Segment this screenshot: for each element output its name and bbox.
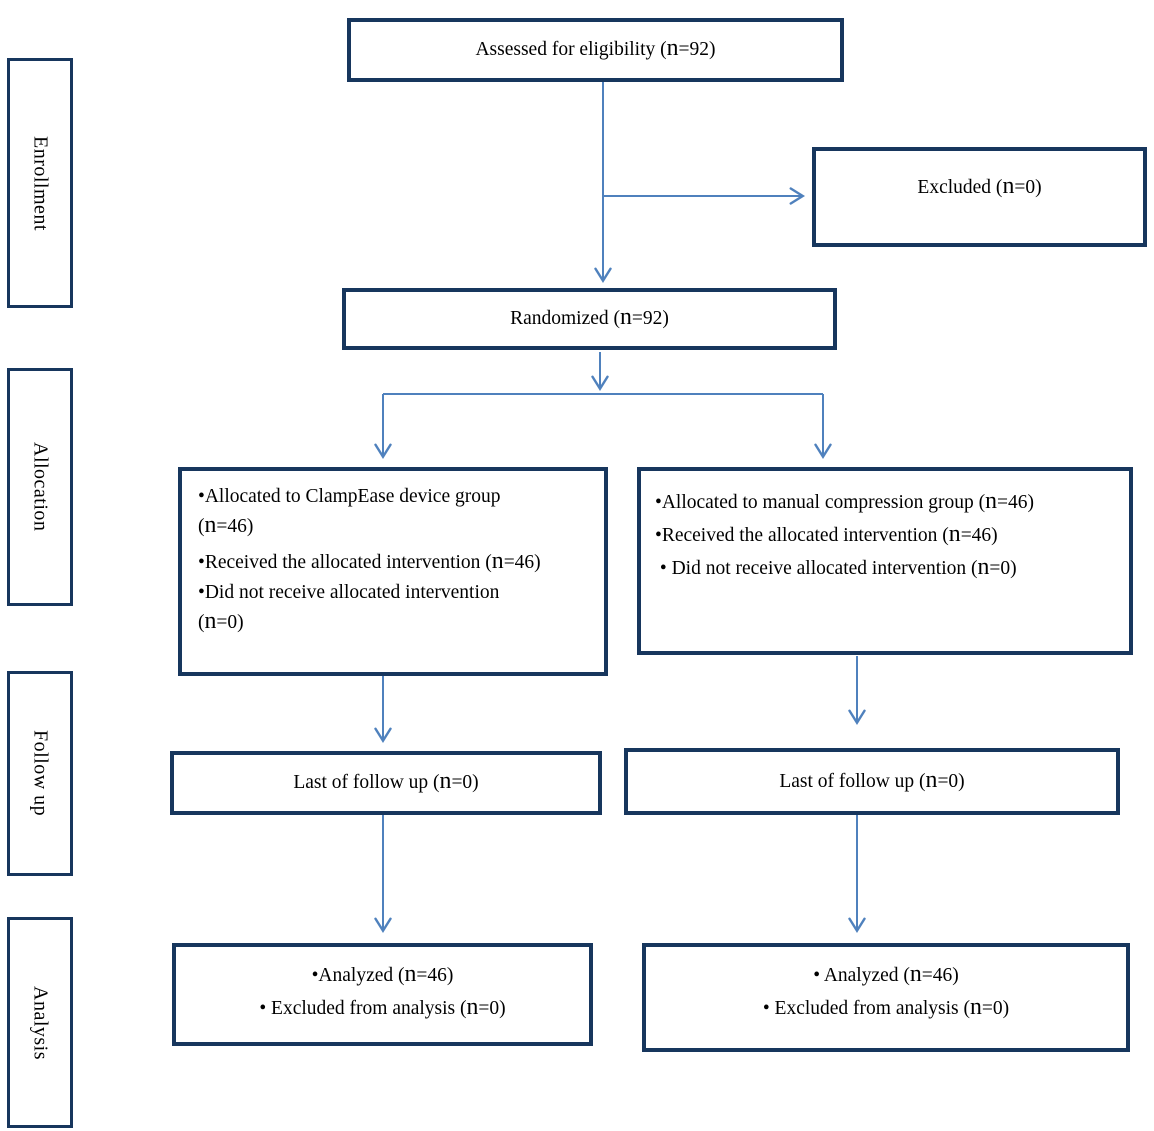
- stage-label-enrollment: Enrollment: [7, 58, 73, 308]
- allocation-right-line: • Did not receive allocated intervention…: [655, 554, 1017, 580]
- allocation-left-line: (n=46): [198, 512, 254, 538]
- stage-label-enrollment-text: Enrollment: [29, 135, 52, 231]
- stage-label-analysis: Analysis: [7, 917, 73, 1128]
- excluded-box: Excluded (n=0): [812, 147, 1147, 247]
- randomized-text: Randomized (n=92): [510, 304, 669, 331]
- analysis-left-line: • Excluded from analysis (n=0): [259, 994, 506, 1020]
- allocation-left-line: •Allocated to ClampEase device group: [198, 486, 501, 507]
- analysis-right-line: • Analyzed (n=46): [813, 961, 959, 987]
- followup-left-text: Last of follow up (n=0): [293, 768, 479, 795]
- allocation-left-line: (n=0): [198, 608, 244, 634]
- allocation-right-line: •Received the allocated intervention (n=…: [655, 521, 998, 547]
- followup-right-box: Last of follow up (n=0): [624, 748, 1120, 815]
- allocation-left-line: •Received the allocated intervention (n=…: [198, 548, 541, 574]
- analysis-left-line: •Analyzed (n=46): [311, 961, 454, 987]
- assessed-box: Assessed for eligibility (n=92): [347, 18, 844, 82]
- followup-left-box: Last of follow up (n=0): [170, 751, 602, 815]
- analysis-right-line: • Excluded from analysis (n=0): [762, 994, 1010, 1020]
- stage-label-followup-text: Follow up: [29, 730, 52, 817]
- stage-label-followup: Follow up: [7, 671, 73, 876]
- followup-right-text: Last of follow up (n=0): [779, 766, 965, 793]
- allocation-left-line: •Did not receive allocated intervention: [198, 582, 500, 603]
- allocation-right-line: •Allocated to manual compression group (…: [655, 488, 1035, 514]
- randomized-box: Randomized (n=92): [342, 288, 837, 350]
- stage-label-analysis-text: Analysis: [29, 985, 52, 1060]
- allocation-right-box: •Allocated to manual compression group (…: [637, 467, 1133, 655]
- allocation-left-box: •Allocated to ClampEase device group (n=…: [178, 467, 608, 676]
- analysis-right-box: • Analyzed (n=46) • Excluded from analys…: [642, 943, 1130, 1052]
- stage-label-allocation: Allocation: [7, 368, 73, 606]
- excluded-text: Excluded (n=0): [917, 173, 1042, 200]
- stage-label-allocation-text: Allocation: [29, 442, 52, 532]
- analysis-left-box: •Analyzed (n=46) • Excluded from analysi…: [172, 943, 593, 1046]
- assessed-text: Assessed for eligibility (n=92): [475, 35, 716, 62]
